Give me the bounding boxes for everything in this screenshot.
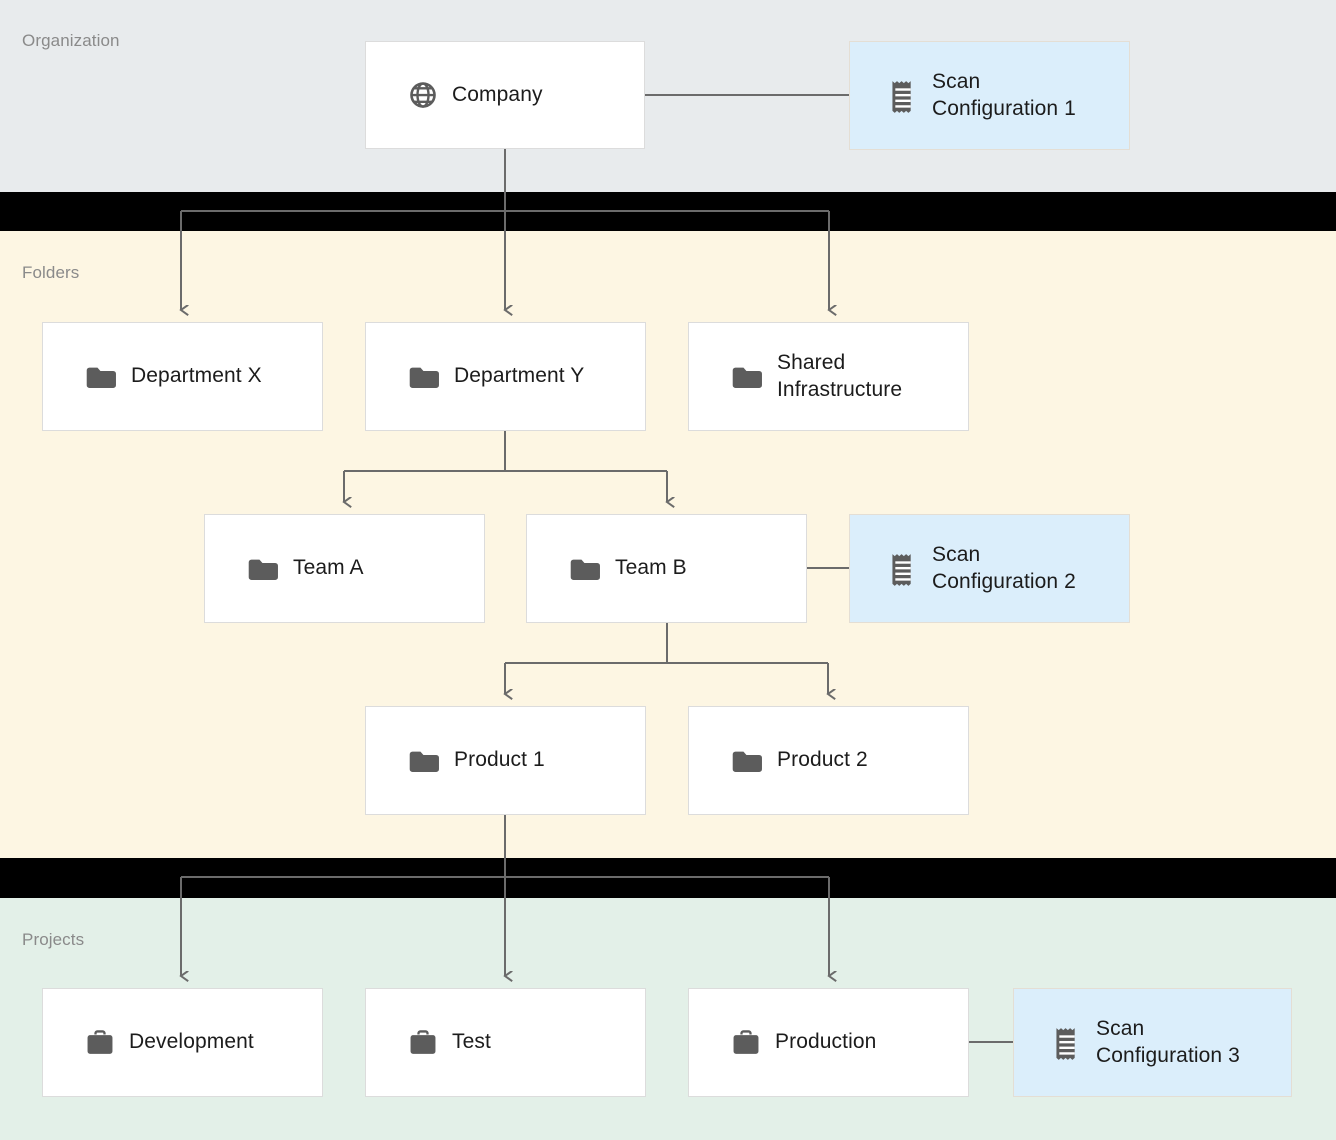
node-team-a[interactable]: Team A xyxy=(204,514,485,623)
node-company[interactable]: Company xyxy=(365,41,645,149)
node-test[interactable]: Test xyxy=(365,988,646,1097)
node-label: Department Y xyxy=(454,364,585,388)
folder-icon xyxy=(408,747,440,775)
node-development[interactable]: Development xyxy=(42,988,323,1097)
node-label: Scan Configuration 3 xyxy=(1096,1016,1240,1067)
node-label: Product 1 xyxy=(454,748,545,772)
scan-config-icon xyxy=(888,551,918,587)
scan-config-icon xyxy=(888,78,918,114)
node-product-2[interactable]: Product 2 xyxy=(688,706,969,815)
node-label: Scan Configuration 2 xyxy=(932,542,1076,593)
node-production[interactable]: Production xyxy=(688,988,969,1097)
node-label: Development xyxy=(129,1030,254,1054)
band-label-projects: Projects xyxy=(22,930,85,949)
node-label: Production xyxy=(775,1030,877,1054)
node-label: Department X xyxy=(131,364,262,388)
globe-icon xyxy=(408,80,438,110)
briefcase-icon xyxy=(85,1029,115,1057)
band-label-organization: Organization xyxy=(22,31,120,50)
node-scan-config-2[interactable]: Scan Configuration 2 xyxy=(849,514,1130,623)
node-label: Product 2 xyxy=(777,748,868,772)
node-label: Team A xyxy=(293,556,364,580)
briefcase-icon xyxy=(731,1029,761,1057)
node-label: Company xyxy=(452,82,543,106)
node-shared-infrastructure[interactable]: Shared Infrastructure xyxy=(688,322,969,431)
folder-icon xyxy=(731,363,763,391)
briefcase-icon xyxy=(408,1029,438,1057)
node-team-b[interactable]: Team B xyxy=(526,514,807,623)
scan-config-icon xyxy=(1052,1025,1082,1061)
node-label: Team B xyxy=(615,556,687,580)
node-scan-config-3[interactable]: Scan Configuration 3 xyxy=(1013,988,1292,1097)
folder-icon xyxy=(569,555,601,583)
folder-icon xyxy=(731,747,763,775)
node-department-y[interactable]: Department Y xyxy=(365,322,646,431)
node-label: Test xyxy=(452,1030,491,1054)
node-label: Shared Infrastructure xyxy=(777,350,903,401)
node-product-1[interactable]: Product 1 xyxy=(365,706,646,815)
band-label-folders: Folders xyxy=(22,263,80,282)
node-department-x[interactable]: Department X xyxy=(42,322,323,431)
folder-icon xyxy=(408,363,440,391)
node-scan-config-1[interactable]: Scan Configuration 1 xyxy=(849,41,1130,150)
folder-icon xyxy=(247,555,279,583)
node-label: Scan Configuration 1 xyxy=(932,69,1076,120)
folder-icon xyxy=(85,363,117,391)
